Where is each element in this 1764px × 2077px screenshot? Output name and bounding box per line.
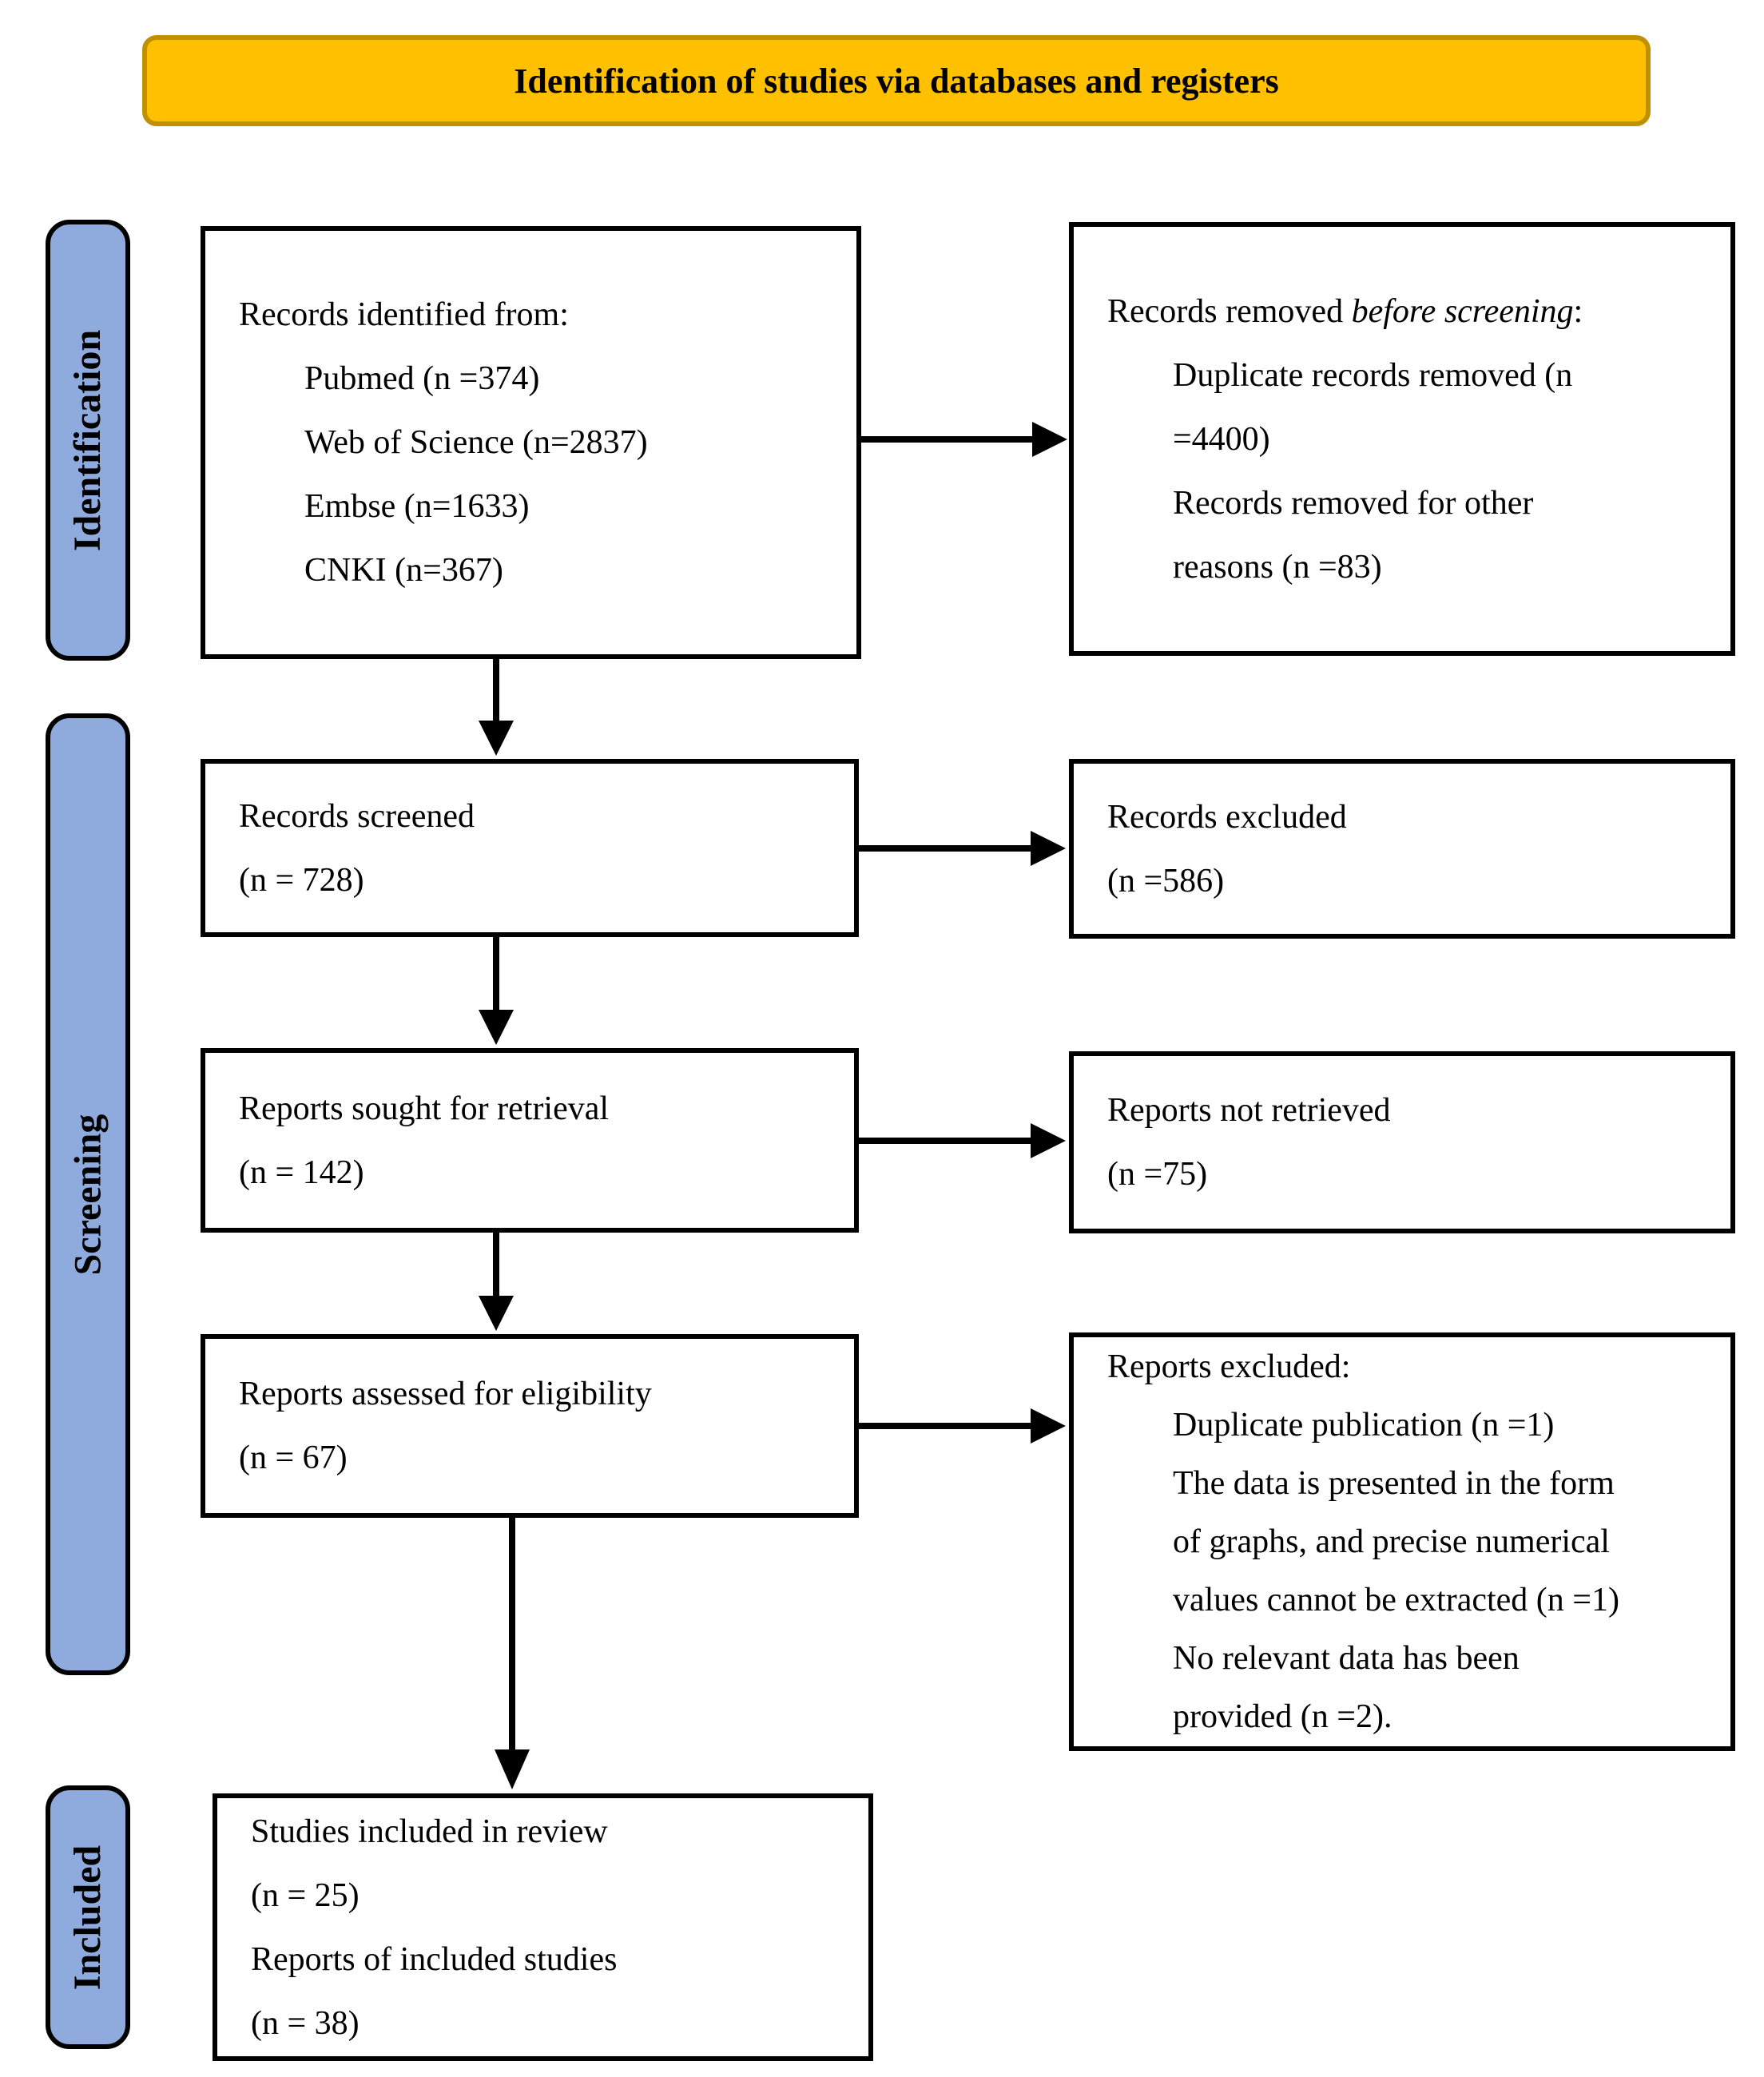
source-item: Web of Science (n=2837) xyxy=(304,424,648,461)
box-reports-excluded: Reports excluded: Duplicate publication … xyxy=(1069,1332,1735,1751)
box-title: Reports excluded: xyxy=(1107,1348,1351,1385)
stage-label-screening: Screening xyxy=(46,713,130,1675)
arrow-identified-to-removed xyxy=(861,422,1067,457)
arrow-screened-to-excluded xyxy=(859,831,1066,866)
arrow-sought-to-not-retrieved xyxy=(859,1123,1066,1158)
excluded-item: values cannot be extracted (n =1) xyxy=(1173,1581,1619,1618)
count-value: (n = 728) xyxy=(239,861,364,899)
count-value: (n = 142) xyxy=(239,1154,364,1191)
box-reports-sought: Reports sought for retrieval (n = 142) xyxy=(201,1048,859,1233)
box-reports-not-retrieved: Reports not retrieved (n =75) xyxy=(1069,1051,1735,1233)
arrow-assessed-to-included xyxy=(495,1518,530,1789)
removed-item: Duplicate records removed (n xyxy=(1173,356,1573,394)
box-records-removed: Records removed before screening: Duplic… xyxy=(1069,222,1735,656)
count-value: (n = 25) xyxy=(251,1876,360,1914)
excluded-item: Duplicate publication (n =1) xyxy=(1173,1406,1555,1444)
box-title: Records identified from: xyxy=(239,296,569,333)
box-title: Records removed before screening: xyxy=(1107,292,1583,330)
excluded-item: of graphs, and precise numerical xyxy=(1173,1523,1610,1560)
source-item: Embse (n=1633) xyxy=(304,488,530,525)
box-records-identified: Records identified from: Pubmed (n =374)… xyxy=(201,226,861,659)
title-banner: Identification of studies via databases … xyxy=(142,35,1651,126)
count-value: (n = 67) xyxy=(239,1440,348,1476)
box-studies-included: Studies included in review (n = 25) Repo… xyxy=(213,1793,873,2061)
stage-label-identification: Identification xyxy=(46,220,130,661)
excluded-item: The data is presented in the form xyxy=(1173,1464,1615,1502)
removed-item: =4400) xyxy=(1173,420,1270,458)
removed-item: reasons (n =83) xyxy=(1173,548,1382,586)
removed-item: Records removed for other xyxy=(1173,484,1534,522)
box-reports-assessed: Reports assessed for eligibility (n = 67… xyxy=(201,1334,859,1518)
count-value: (n =75) xyxy=(1107,1156,1208,1193)
source-item: Pubmed (n =374) xyxy=(304,360,540,397)
source-item: CNKI (n=367) xyxy=(304,552,503,589)
excluded-item: No relevant data has been xyxy=(1173,1639,1520,1677)
arrow-screened-to-sought xyxy=(479,936,514,1045)
stage-label-included: Included xyxy=(46,1785,130,2049)
page-title: Identification of studies via databases … xyxy=(514,61,1279,101)
arrow-identified-to-screened xyxy=(479,659,514,756)
arrow-assessed-to-reports-excluded xyxy=(859,1408,1066,1444)
box-records-excluded: Records excluded (n =586) xyxy=(1069,759,1735,939)
count-value: (n = 38) xyxy=(251,2004,360,2042)
box-records-screened: Records screened (n = 728) xyxy=(201,759,859,937)
arrow-sought-to-assessed xyxy=(479,1233,514,1331)
count-value: (n =586) xyxy=(1107,862,1225,900)
excluded-item: provided (n =2). xyxy=(1173,1698,1393,1735)
